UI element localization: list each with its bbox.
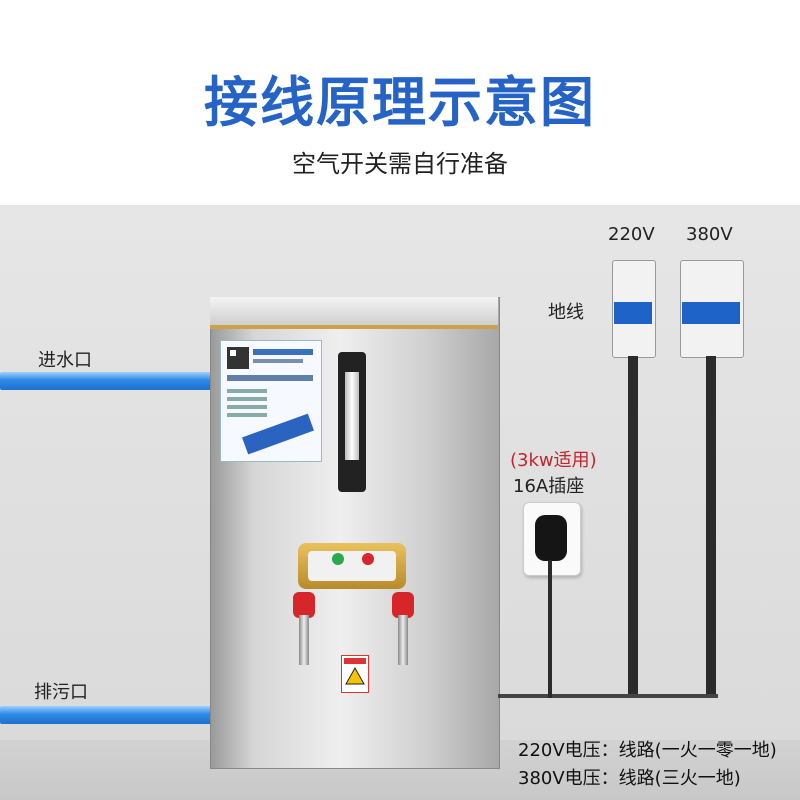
note-220v: 220V电压：线路(一火一零一地) — [518, 740, 777, 761]
label-380v: 380V — [686, 224, 733, 245]
left-tap-handle — [293, 592, 315, 618]
warning-label — [341, 655, 369, 693]
cable-to-boiler — [498, 694, 718, 698]
power-plug — [535, 515, 567, 561]
drain-pipe — [0, 706, 212, 724]
drain-label: 排污口 — [34, 682, 88, 703]
header-area: 接线原理示意图 空气开关需自行准备 — [0, 0, 800, 205]
warning-triangle-icon — [344, 658, 366, 685]
plug-cable — [548, 560, 552, 698]
gauge-glass — [345, 372, 359, 460]
red-indicator-light — [362, 553, 374, 565]
water-inlet-label: 进水口 — [38, 350, 92, 371]
note-380v: 380V电压：线路(三火一地) — [518, 768, 741, 789]
ground-label: 地线 — [548, 302, 584, 323]
product-sticker — [220, 340, 322, 462]
right-tap — [398, 615, 408, 665]
boiler-top-lid — [210, 297, 498, 329]
page-title: 接线原理示意图 — [204, 71, 596, 134]
cable-220v — [628, 356, 638, 698]
breaker-380v-switch — [682, 302, 740, 324]
control-panel-display — [308, 551, 396, 581]
green-indicator-light — [332, 553, 344, 565]
socket-label: 16A插座 — [513, 476, 585, 497]
breaker-220v-switch — [614, 302, 652, 324]
right-tap-handle — [392, 592, 414, 618]
page-subtitle: 空气开关需自行准备 — [292, 150, 508, 178]
cable-380v — [706, 356, 716, 698]
socket-note: (3kw适用) — [510, 450, 597, 471]
water-inlet-pipe — [0, 372, 212, 390]
label-220v: 220V — [608, 224, 655, 245]
left-tap — [299, 615, 309, 665]
sticker-graphic — [227, 347, 314, 455]
